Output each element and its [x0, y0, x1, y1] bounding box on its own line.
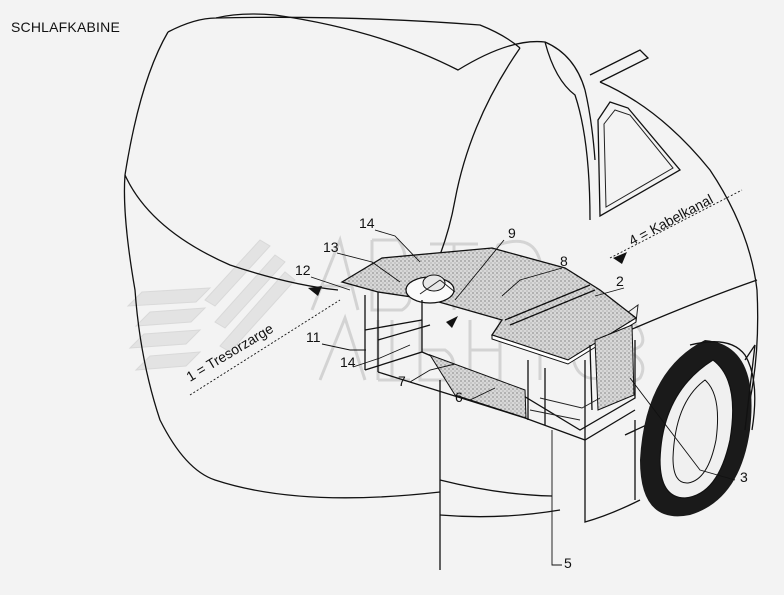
- label-3: 3: [740, 469, 748, 485]
- part-labels: 14 9 13 8 12 2 11 14 7 6 3 5: [295, 215, 748, 571]
- label-8: 8: [560, 253, 568, 269]
- kabelkanal-label: 4 = Kabelkanal: [626, 191, 716, 249]
- label-7: 7: [398, 373, 406, 389]
- kabelkanal-annotation: 4 = Kabelkanal: [609, 189, 743, 264]
- label-14: 14: [340, 354, 356, 370]
- label-5: 5: [564, 555, 572, 571]
- label-13: 14: [359, 215, 375, 231]
- label-6: 6: [455, 389, 463, 405]
- cab-outline: [123, 13, 759, 570]
- sleeper-frame: [340, 247, 638, 441]
- label-2: 2: [616, 273, 624, 289]
- label-11: 12: [295, 262, 311, 278]
- watermark-logo: [126, 235, 645, 385]
- center-arrow-icon: [446, 316, 458, 328]
- label-10: 11: [306, 329, 321, 345]
- wheel: [640, 340, 756, 517]
- label-12: 13: [323, 239, 339, 255]
- leader-lines: [310, 229, 736, 566]
- label-9: 9: [508, 225, 516, 241]
- page-title: SCHLAFKABINE: [11, 19, 120, 35]
